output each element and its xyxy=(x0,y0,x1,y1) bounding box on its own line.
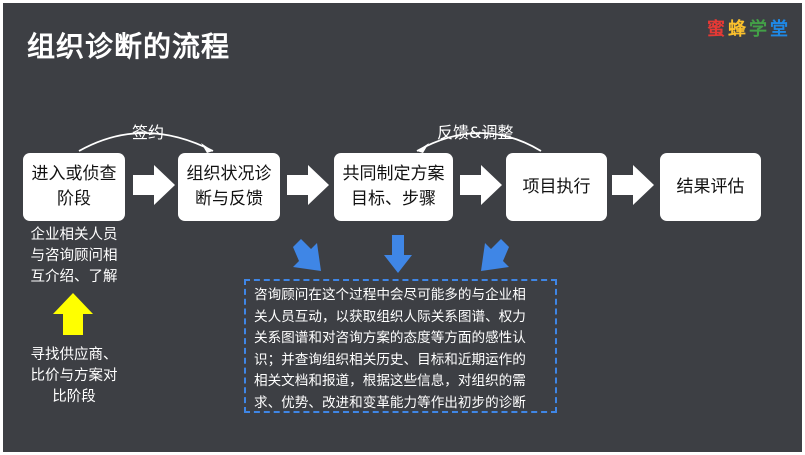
detail-line: 关系图谱和对咨询方案的态度等方面的感性认 xyxy=(254,330,526,346)
step-execution: 项目执行 xyxy=(506,153,607,221)
connectors-layer xyxy=(53,132,654,335)
step-planning-line2: 目标、步骤 xyxy=(351,189,436,209)
flow-arrow-4 xyxy=(612,165,654,205)
brand-logo: 蜜 蜂 学 堂 xyxy=(707,15,788,41)
step-entry-line2: 阶段 xyxy=(57,189,91,209)
step-evaluation-label: 结果评估 xyxy=(676,176,745,197)
page-title: 组织诊断的流程 xyxy=(27,30,231,63)
blue-arrow-left xyxy=(293,239,321,271)
blue-arrow-right xyxy=(481,239,509,271)
flow-arrow-2 xyxy=(287,165,329,205)
feedback-curve-arrow xyxy=(416,132,542,152)
step-diagnosis-line1: 组织状况诊 xyxy=(186,164,272,184)
detail-line: 关人员互动，以获取组织人际关系图谱、权力 xyxy=(254,308,526,325)
step-entry: 进入或侦查 阶段 xyxy=(23,153,125,221)
feedback-label: 反馈&调整 xyxy=(437,123,514,142)
blue-arrow-middle xyxy=(384,235,412,273)
pre-stage-note-line: 比阶段 xyxy=(52,389,96,405)
slide: 组织诊断的流程 蜜 蜂 学 堂 签约 反馈&调整 进入或 xyxy=(3,3,802,452)
detail-line: 相关文档和报道，根据这些信息，对组织的需 xyxy=(254,373,526,389)
step-entry-line1: 进入或侦查 xyxy=(31,164,117,184)
intro-note-line: 企业相关人员 xyxy=(30,227,118,243)
step-execution-label: 项目执行 xyxy=(522,176,591,197)
step-diagnosis: 组织状况诊 断与反馈 xyxy=(178,153,280,221)
brand-char-1: 蜜 xyxy=(707,19,725,40)
pre-stage-note-line: 比价与方案对 xyxy=(30,368,118,384)
intro-note-line: 互介绍、了解 xyxy=(30,269,118,285)
flow-arrow-3 xyxy=(460,165,502,205)
sign-curve-arrow xyxy=(78,132,214,152)
yellow-up-arrow xyxy=(53,293,93,335)
step-planning-line1: 共同制定方案 xyxy=(342,164,445,184)
brand-char-2: 蜂 xyxy=(728,19,746,40)
pre-stage-note-line: 寻找供应商、 xyxy=(30,347,118,363)
brand-char-4: 堂 xyxy=(770,19,788,40)
step-evaluation: 结果评估 xyxy=(660,153,761,221)
diagnosis-detail-box: 咨询顾问在这个过程中会尽可能多的与企业相 关人员互动，以获取组织人际关系图谱、权… xyxy=(244,279,557,413)
detail-line: 咨询顾问在这个过程中会尽可能多的与企业相 xyxy=(254,287,526,303)
intro-note: 企业相关人员 与咨询顾问相 互介绍、了解 xyxy=(19,225,129,288)
detail-line: 识；并查询组织相关历史、目标和近期运作的 xyxy=(254,351,526,368)
detail-line: 求、优势、改进和变革能力等作出初步的诊断 xyxy=(254,394,526,411)
step-planning: 共同制定方案 目标、步骤 xyxy=(334,153,453,221)
brand-char-3: 学 xyxy=(749,19,767,40)
intro-note-line: 与咨询顾问相 xyxy=(30,248,118,264)
flow-arrow-1 xyxy=(133,165,175,205)
sign-label: 签约 xyxy=(132,123,165,142)
step-diagnosis-line2: 断与反馈 xyxy=(195,189,263,209)
pre-stage-note: 寻找供应商、 比价与方案对 比阶段 xyxy=(19,345,129,408)
